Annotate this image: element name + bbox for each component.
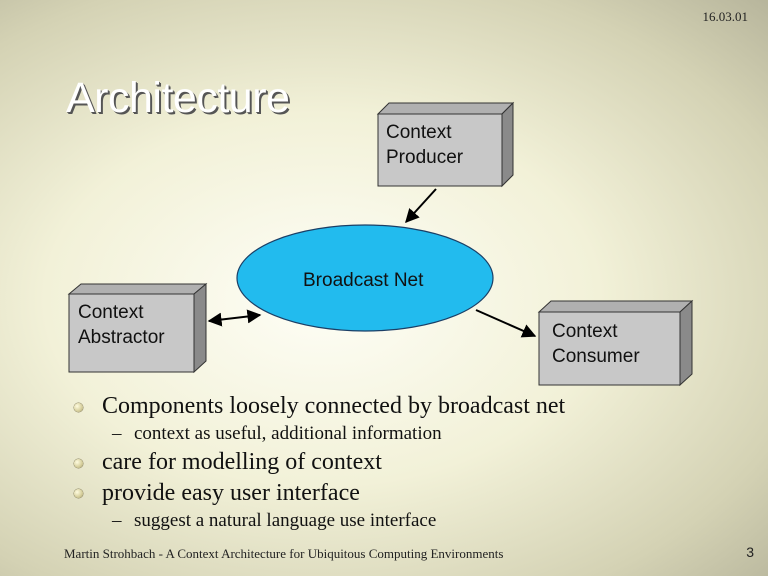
bullet-1-sub-1-text: context as useful, additional informatio… [134,423,442,444]
abstractor-net-double-arrow [207,309,262,327]
bullet-dot-icon [74,489,83,498]
broadcast-net-ellipse [236,224,494,332]
bullet-1-text: Components loosely connected by broadcas… [102,393,566,419]
context-consumer-label: Context Consumer [552,321,640,367]
context-abstractor-box [67,282,208,374]
context-abstractor-label: Context Abstractor [78,302,165,348]
bullet-dot-icon [74,459,83,468]
broadcast-net-label: Broadcast Net [303,270,424,291]
bullet-2-text: care for modelling of context [102,449,382,475]
context-producer-box [376,101,515,188]
bullet-3-text: provide easy user interface [102,480,360,506]
slide-footer: Martin Strohbach - A Context Architectur… [64,546,504,561]
page-number: 3 [746,544,754,560]
context-producer-label: Context Producer [386,122,464,168]
context-consumer-box [537,299,694,387]
producer-to-net-arrow [405,188,437,224]
bullet-3-sub-1-text: suggest a natural language use interface [134,510,437,531]
slide-title: Architecture [66,74,290,122]
sub-bullet-marker: – [112,423,122,444]
slide-date: 16.03.01 [702,9,749,24]
net-to-consumer-arrow [475,309,537,338]
bullet-dot-icon [74,403,83,412]
sub-bullet-marker: – [112,510,122,531]
